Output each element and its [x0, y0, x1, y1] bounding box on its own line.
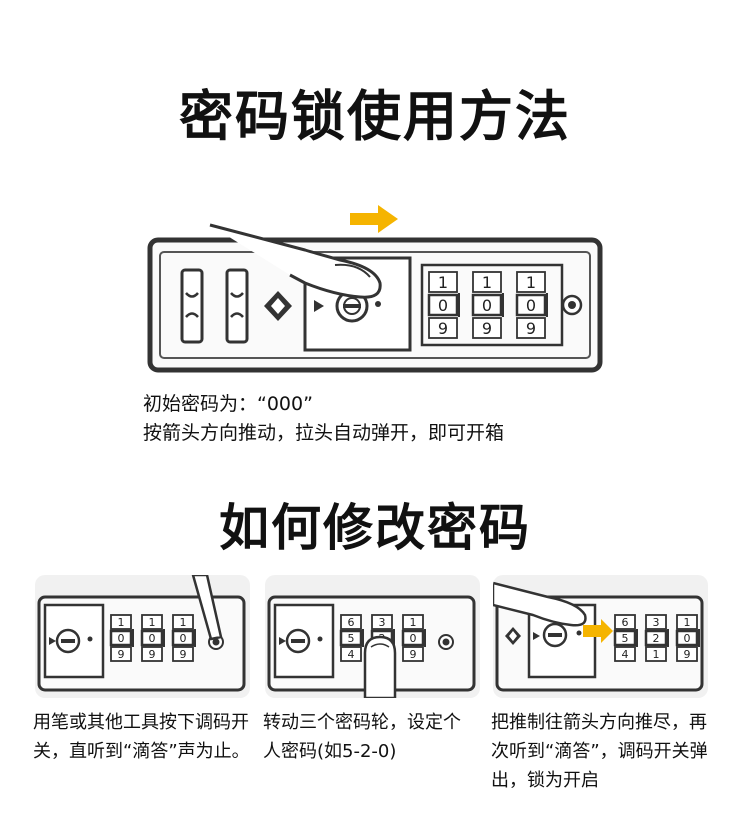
dial-cell — [614, 646, 636, 662]
push-arrow-icon — [350, 205, 398, 233]
direction-arrow-small-icon — [314, 300, 324, 312]
dial-digit: 9 — [482, 319, 492, 338]
dial-digit: 9 — [118, 648, 125, 661]
dial-cell — [110, 614, 132, 630]
step-1-text: 用笔或其他工具按下调码开关，直听到“滴答”声为止。 — [33, 712, 250, 762]
dial-cell — [614, 614, 636, 630]
dial-cell — [428, 271, 458, 293]
dial-cell — [676, 614, 698, 630]
dial-digit: 9 — [526, 319, 536, 338]
dial-cell — [141, 646, 163, 662]
dial-digit: 1 — [482, 273, 492, 292]
dial-digit: 0 — [118, 632, 125, 645]
dial-cell — [172, 614, 194, 630]
dial-digit: 1 — [180, 616, 187, 629]
usage-description: 初始密码为：“000” 按箭头方向推动，拉头自动弹开，即可开箱 — [143, 390, 504, 448]
dial-digit: 1 — [438, 273, 448, 292]
dial-cell — [371, 614, 393, 630]
dial-cell — [675, 629, 699, 647]
dial-digit: 0 — [180, 632, 187, 645]
dial-digit: 5 — [622, 632, 629, 645]
step-2-text: 转动三个密码轮，设定个人密码(如5-2-0) — [263, 712, 461, 762]
dial-digit: 9 — [438, 319, 448, 338]
dial-digit: 1 — [149, 616, 156, 629]
dial-cell — [339, 629, 363, 647]
dial-cell — [172, 646, 194, 662]
dial-digit: 0 — [410, 632, 417, 645]
dial-digit: 0 — [526, 296, 536, 315]
dial-cell — [644, 629, 668, 647]
dial-digit: 1 — [410, 616, 417, 629]
dial-cell — [645, 614, 667, 630]
dial-digit: 0 — [438, 296, 448, 315]
dial-cell — [340, 614, 362, 630]
dial-cell — [613, 629, 637, 647]
dial-cell — [471, 293, 503, 317]
step-1-image: 1 0 9 1 0 9 1 0 9 — [35, 575, 250, 698]
step-3-image: 6 5 4 3 2 1 1 0 9 — [493, 575, 708, 698]
dial-digit: 9 — [149, 648, 156, 661]
dial-digit: 4 — [622, 648, 629, 661]
page-title: 密码锁使用方法 — [179, 85, 571, 148]
dial-digit: 9 — [684, 648, 691, 661]
dial-cell — [110, 646, 132, 662]
initial-code-text: 初始密码为：“000” — [143, 393, 313, 415]
dial-digit: 1 — [118, 616, 125, 629]
dial-cell — [516, 317, 546, 339]
dial-cell — [427, 293, 459, 317]
dial-digit: 0 — [482, 296, 492, 315]
finger-icon — [493, 581, 587, 627]
open-instruction-text: 按箭头方向推动，拉头自动弹开，即可开箱 — [143, 422, 505, 444]
dial-digit: 0 — [149, 632, 156, 645]
dial-cell — [516, 271, 546, 293]
finger-icon — [209, 223, 382, 299]
dial-digit: 3 — [653, 616, 660, 629]
dial-cell — [140, 629, 164, 647]
slider-left — [180, 268, 204, 344]
dial-digit: 0 — [684, 632, 691, 645]
dial-cell — [472, 271, 502, 293]
dial-cell — [676, 646, 698, 662]
diamond-logo-icon — [264, 291, 292, 321]
section-title: 如何修改密码 — [219, 499, 531, 557]
dial-digit: 1 — [684, 616, 691, 629]
dial-group: 1 0 9 1 0 9 1 0 9 — [427, 271, 548, 339]
dial-cell — [340, 646, 362, 662]
dial-cell — [402, 614, 424, 630]
dial-digit: 6 — [348, 616, 355, 629]
dial-cell — [401, 629, 425, 647]
lock-illustration: 1 0 9 1 0 9 1 0 9 — [147, 205, 603, 373]
dial-digit: 4 — [348, 648, 355, 661]
dial-cell — [109, 629, 133, 647]
push-arrow-icon — [583, 619, 613, 643]
dial-cell — [171, 629, 195, 647]
dial-cell — [402, 646, 424, 662]
dial-digit: 3 — [379, 616, 386, 629]
dial-cell — [515, 293, 547, 317]
dial-digit: 9 — [180, 648, 187, 661]
dial-digit: 1 — [526, 273, 536, 292]
dial-digit: 2 — [653, 632, 660, 645]
dial-cell — [645, 646, 667, 662]
slider-right — [225, 268, 249, 344]
dial-digit: 9 — [410, 648, 417, 661]
dial-cell — [472, 317, 502, 339]
dial-digit: 1 — [653, 648, 660, 661]
dial-digit: 5 — [348, 632, 355, 645]
finger-icon — [363, 635, 397, 698]
dial-cell — [428, 317, 458, 339]
pen-icon — [191, 575, 223, 641]
step-3-text: 把推制往箭头方向推尽，再次听到“滴答”，调码开关弹出，锁为开启 — [491, 712, 708, 791]
dial-cell — [141, 614, 163, 630]
dial-digit: 6 — [622, 616, 629, 629]
